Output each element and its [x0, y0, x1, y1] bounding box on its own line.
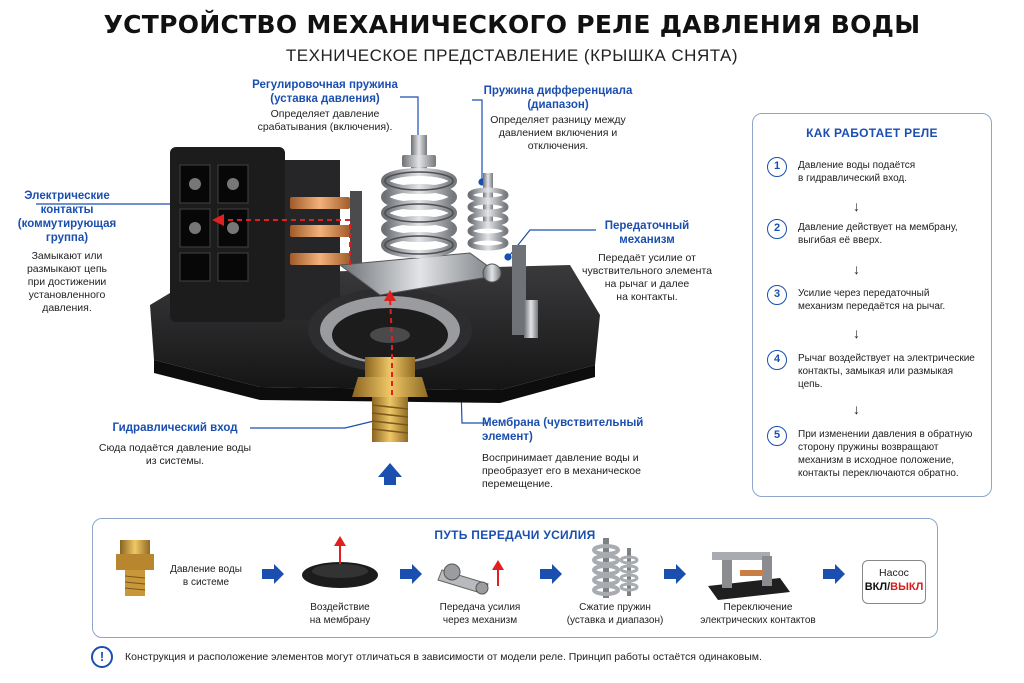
springs-icon: [592, 538, 639, 598]
pump-label: Насос: [879, 567, 909, 579]
step-number: 2: [767, 219, 787, 239]
arrow-down-icon: ↓: [853, 325, 860, 341]
force-path-title: ПУТЬ ПЕРЕДАЧИ УСИЛИЯ: [434, 528, 596, 542]
callout-hydraulic-title: Гидравлический вход: [112, 422, 238, 434]
lever-mechanism-icon: [437, 560, 504, 595]
force-path-panel: ПУТЬ ПЕРЕДАЧИ УСИЛИЯ: [92, 518, 938, 638]
footer-note-text: Конструкция и расположение элементов мог…: [125, 651, 762, 663]
callout-adjust-spring-title: Регулировочная пружина(уставка давления): [252, 79, 398, 105]
callout-adjust-spring: Регулировочная пружина(уставка давления)…: [240, 78, 410, 134]
callout-diff-spring: Пружина дифференциала(диапазон) Определя…: [478, 84, 638, 153]
arrow-down-icon: ↓: [853, 261, 860, 277]
page-title: УСТРОЙСТВО МЕХАНИЧЕСКОГО РЕЛЕ ДАВЛЕНИЯ В…: [103, 10, 921, 39]
info-exclamation-icon: !: [91, 646, 113, 668]
contacts-icon: [708, 552, 790, 600]
arrow-down-icon: ↓: [853, 401, 860, 417]
membrane-icon: [302, 536, 378, 588]
how-it-works-panel: КАК РАБОТАЕТ РЕЛЕ: [752, 113, 992, 497]
step-number: 5: [767, 426, 787, 446]
page-subtitle: ТЕХНИЧЕСКОЕ ПРЕДСТАВЛЕНИЕ (КРЫШКА СНЯТА): [285, 46, 739, 65]
footer-note: ! Конструкция и расположение элементов м…: [91, 646, 941, 670]
brass-fitting-icon: [116, 540, 154, 596]
callout-membrane-title: Мембрана (чувствительный элемент): [482, 417, 644, 443]
step-number: 4: [767, 350, 787, 370]
arrow-down-icon: ↓: [853, 198, 860, 214]
callout-diff-spring-title: Пружина дифференциала(диапазон): [483, 85, 633, 111]
flow-arrows: [262, 564, 845, 584]
step-number: 1: [767, 157, 787, 177]
pressure-switch-illustration: [150, 135, 600, 485]
callout-membrane: Мембрана (чувствительный элемент) Воспри…: [482, 416, 682, 491]
pump-status-box: Насос ВКЛ/ВЫКЛ: [862, 560, 926, 604]
step-text: Давление действует на мембрану,выгибая е…: [798, 222, 958, 246]
step-number: 3: [767, 285, 787, 305]
how-it-works-title: КАК РАБОТАЕТ РЕЛЕ: [806, 126, 938, 140]
path-step-springs-label: Сжатие пружин(уставка и диапазон): [566, 602, 664, 626]
pump-state: ВКЛ/ВЫКЛ: [864, 581, 924, 593]
callout-hydraulic: Гидравлический вход Сюда подаётся давлен…: [90, 421, 260, 468]
